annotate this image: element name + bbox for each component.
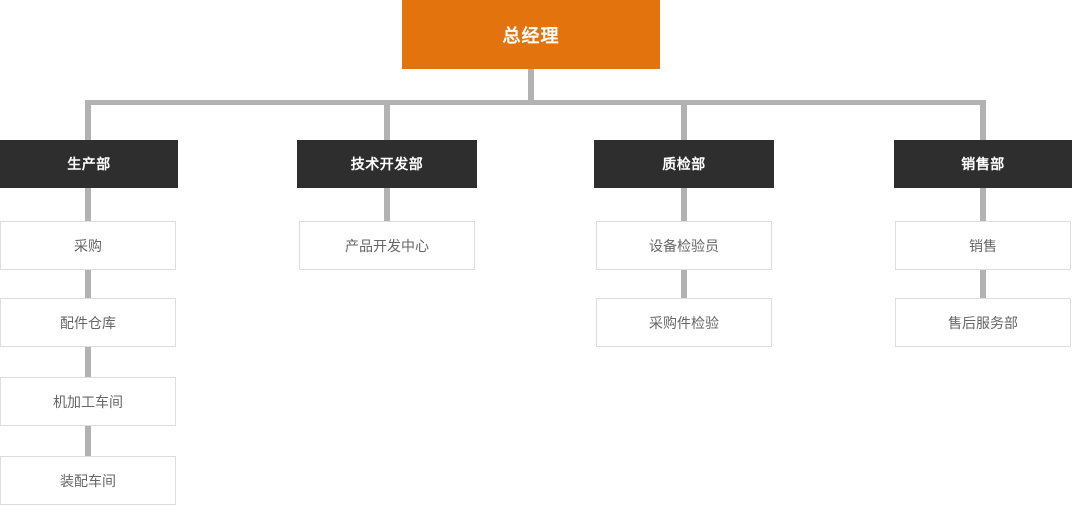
- connector-root-stub: [528, 69, 534, 100]
- connector-tech-stub: [384, 188, 390, 221]
- connector-trunk: [85, 100, 986, 105]
- connector-quality-stub: [681, 188, 687, 221]
- connector-col1-stub-3: [85, 426, 91, 456]
- node-procurement: 采购: [0, 221, 176, 270]
- node-sales-dept: 销售部: [894, 140, 1072, 188]
- node-quality-inspection-dept: 质检部: [594, 140, 774, 188]
- connector-col3-stub-1: [681, 270, 687, 298]
- connector-sales-stub: [980, 188, 986, 221]
- node-production-dept: 生产部: [0, 140, 178, 188]
- node-general-manager: 总经理: [402, 0, 660, 69]
- connector-col1-stub-2: [85, 347, 91, 377]
- connector-col1-stub-1: [85, 270, 91, 298]
- node-product-development-center: 产品开发中心: [299, 221, 475, 270]
- connector-col4-stub-1: [980, 270, 986, 298]
- node-equipment-inspector: 设备检验员: [596, 221, 772, 270]
- node-assembly-workshop: 装配车间: [0, 456, 176, 505]
- connector-production-stub: [85, 188, 91, 221]
- node-after-sales-service-dept: 售后服务部: [895, 298, 1071, 347]
- node-parts-warehouse: 配件仓库: [0, 298, 176, 347]
- connector-drop-quality-inspection: [681, 105, 687, 140]
- node-tech-development-dept: 技术开发部: [297, 140, 477, 188]
- node-machining-workshop: 机加工车间: [0, 377, 176, 426]
- connector-drop-sales: [980, 105, 986, 140]
- connector-drop-tech-development: [384, 105, 390, 140]
- connector-drop-production: [85, 105, 91, 140]
- node-purchased-parts-inspection: 采购件检验: [596, 298, 772, 347]
- node-sales: 销售: [895, 221, 1071, 270]
